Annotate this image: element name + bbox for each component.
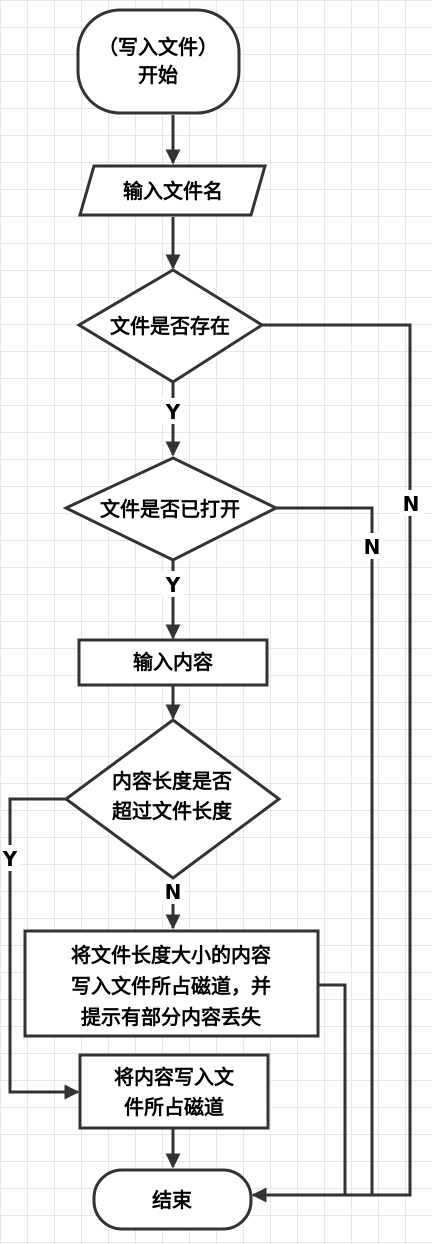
input-content-label: 输入内容 [133, 650, 213, 674]
edge-label-open-no: N [364, 535, 381, 559]
edge-open-no [276, 506, 374, 1195]
edge-label-exists-yes: Y [165, 400, 181, 424]
edge-label-open-yes: Y [165, 573, 181, 597]
partial-write-process [23, 929, 320, 1038]
edge-partial-to-end [318, 983, 347, 1195]
edge-label-length-no: N [165, 880, 182, 904]
edge-label-exists-no: N [403, 492, 420, 516]
partial-write-label-line2: 写入文件所占磁道，并 [71, 974, 271, 998]
input-filename-label: 输入文件名 [123, 179, 223, 203]
file-open-label: 文件是否已打开 [100, 497, 240, 521]
partial-write-label-line3: 提示有部分内容丢失 [81, 1005, 262, 1029]
write-content-label-line2: 件所占磁道 [124, 1095, 224, 1119]
edge-length-yes [8, 797, 80, 1100]
file-open-decision [62, 456, 280, 562]
edge-exists-no [251, 323, 412, 1203]
input-content-process [77, 638, 269, 687]
end-label: 结束 [152, 1188, 193, 1212]
partial-write-label-line1: 将文件长度大小的内容 [71, 943, 271, 967]
write-content-process [78, 1053, 270, 1130]
length-check-label-line1: 内容长度是否 [112, 769, 232, 793]
file-exists-decision [76, 268, 265, 384]
input-filename-parallelogram [78, 164, 267, 217]
length-check-decision [63, 718, 282, 880]
start-label-line2: 开始 [138, 63, 178, 87]
start-label-line1: （写入文件） [98, 35, 218, 59]
length-check-label-line2: 超过文件长度 [111, 799, 233, 823]
start-terminator [76, 8, 241, 115]
write-content-label-line1: 将内容写入文 [114, 1065, 235, 1089]
edge-label-length-yes: Y [2, 847, 18, 871]
file-exists-label: 文件是否存在 [110, 314, 230, 338]
end-terminator [92, 1168, 253, 1231]
